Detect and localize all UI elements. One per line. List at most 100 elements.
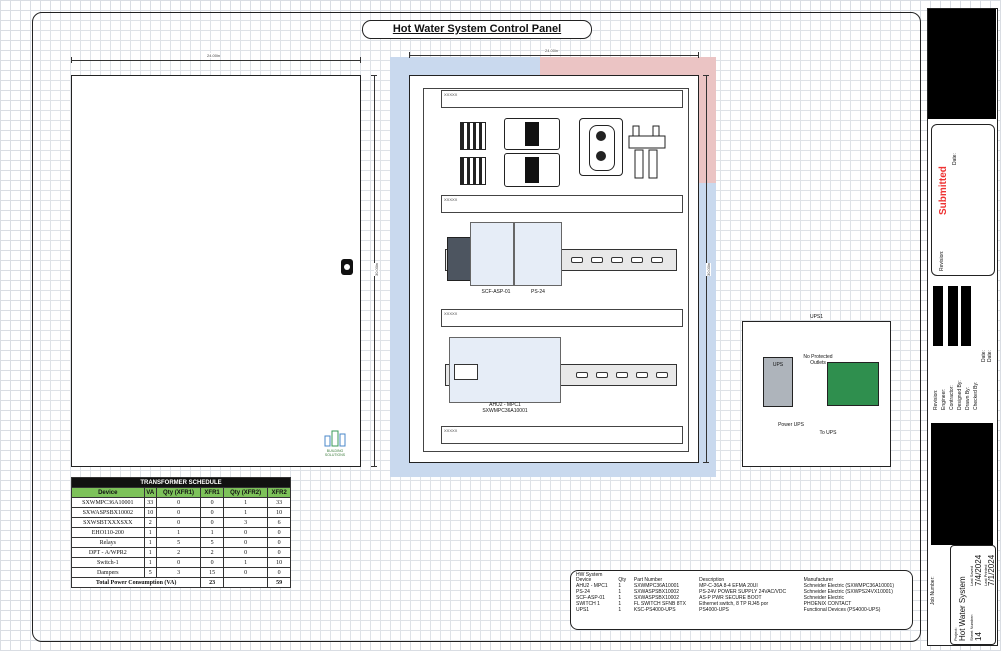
table-cell: 1 bbox=[155, 527, 202, 538]
col-qty-xfr2: Qty (XFR2) bbox=[222, 487, 269, 498]
bom-col-part: Part Number bbox=[633, 577, 663, 583]
total-xfr1: 23 bbox=[200, 577, 224, 588]
bom-row: UPS1 1 KSC-PS4000-UPS PS4000-UPS Functional … bbox=[573, 607, 909, 613]
transformer-xfr1 bbox=[504, 118, 560, 150]
wire-duct: XXXXX bbox=[441, 426, 683, 444]
table-cell: 0 bbox=[267, 567, 291, 578]
bill-of-materials: HW System Device Qty Part Number Descrip… bbox=[570, 570, 913, 630]
terminal-block bbox=[625, 124, 669, 180]
revision-label-2: Revision: bbox=[933, 389, 939, 410]
bom-cell: PS-24 bbox=[576, 589, 590, 595]
bom-cell: SWITCH 1 bbox=[576, 601, 600, 607]
table-cell: 1 bbox=[200, 527, 224, 538]
table-cell: 0 bbox=[155, 557, 202, 568]
table-cell: 10 bbox=[267, 507, 291, 518]
bom-col-qty: Qty bbox=[618, 577, 627, 583]
bom-cell: 1 bbox=[618, 595, 622, 601]
table-cell: 10 bbox=[143, 507, 157, 518]
bom-cell: UPS1 bbox=[576, 607, 590, 613]
contractor-label: Contractor: bbox=[949, 385, 955, 410]
col-xfr2: XFR2 bbox=[267, 487, 291, 498]
bom-cell: Functional Devices (PS4000-UPS) bbox=[803, 607, 881, 613]
drawn-by-label: Drawn By: bbox=[965, 386, 971, 410]
bom-cell: AHU2 - MPC1 bbox=[576, 583, 608, 589]
bom-cell: SCF-ASP-01 bbox=[576, 595, 605, 601]
table-cell: 0 bbox=[222, 537, 269, 548]
revision-label: Revision: bbox=[939, 250, 945, 271]
table-cell: 10 bbox=[267, 557, 291, 568]
sheet-number: 14 bbox=[974, 632, 983, 641]
bom-cell: 1 bbox=[618, 583, 622, 589]
ahu2-mpc1-controller bbox=[449, 337, 561, 403]
enclosure-height-dimension: 30.00in bbox=[703, 75, 711, 463]
table-cell: 0 bbox=[200, 507, 224, 518]
transformer-schedule-title: TRANSFORMER SCHEDULE bbox=[71, 477, 291, 488]
door-latch bbox=[341, 259, 353, 275]
bom-cell: 1 bbox=[618, 589, 622, 595]
table-cell: EHO110-200 bbox=[71, 527, 145, 538]
bom-cell: KSC-PS4000-UPS bbox=[633, 607, 676, 613]
logo-text: BUILDING SOLUTIONS bbox=[324, 449, 346, 457]
ups-title: UPS1 bbox=[809, 314, 824, 320]
duplex-outlet bbox=[579, 118, 623, 176]
table-cell: 5 bbox=[155, 537, 202, 548]
table-cell: 3 bbox=[155, 567, 202, 578]
col-qty-xfr1: Qty (XFR1) bbox=[155, 487, 202, 498]
table-cell: 5 bbox=[143, 567, 157, 578]
col-va: VA bbox=[143, 487, 157, 498]
ahu2-label: AHU2 - MPC1 bbox=[489, 402, 521, 408]
bom-cell: FL SWITCH SFNB 8TX bbox=[633, 601, 686, 607]
table-cell: 1 bbox=[222, 507, 269, 518]
table-cell: 0 bbox=[155, 517, 202, 528]
bom-cell: PS-24V POWER SUPPLY 24VAC/VDC bbox=[699, 589, 787, 595]
signature-blocks: Revision: Engineer: Contractor: Designed… bbox=[931, 286, 993, 410]
transformer-schedule-table: TRANSFORMER SCHEDULE Device VA Qty (XFR1… bbox=[70, 477, 291, 588]
bom-cell: SXWMPC36A10001 bbox=[633, 583, 680, 589]
bom-cell: PS4000-UPS bbox=[699, 607, 729, 613]
project-info: Project: Hot Water System Last Saved 7/4… bbox=[950, 545, 996, 645]
table-cell: 0 bbox=[222, 547, 269, 558]
ups-left-caption: Power UPS bbox=[778, 422, 804, 428]
bom-heading: HW System bbox=[576, 572, 603, 578]
engineer-label: Engineer: bbox=[941, 388, 947, 410]
table-cell: 6 bbox=[267, 517, 291, 528]
table-cell: 0 bbox=[267, 537, 291, 548]
table-cell: 0 bbox=[200, 517, 224, 528]
last-printed-value: 7/1/2024 bbox=[987, 554, 996, 586]
enclosure-width-dimension: 24.00in bbox=[409, 48, 699, 58]
project-name: Hot Water System bbox=[958, 576, 967, 641]
table-cell: 33 bbox=[143, 497, 157, 508]
door-width-dimension: 24.00in bbox=[71, 53, 361, 63]
table-cell: 15 bbox=[200, 567, 224, 578]
table-cell: SXWSBTXXXSXX bbox=[71, 517, 145, 528]
wire-duct: XXXXX bbox=[441, 195, 683, 213]
ups-right-caption: To UPS bbox=[819, 430, 837, 436]
table-cell: 2 bbox=[155, 547, 202, 558]
table-cell: 0 bbox=[222, 527, 269, 538]
building-solutions-logo: BUILDING SOLUTIONS bbox=[322, 428, 348, 458]
col-device: Device bbox=[71, 487, 145, 498]
title-block: Submitted Revision: Date: Revision: Engi… bbox=[927, 8, 998, 646]
col-xfr1: XFR1 bbox=[200, 487, 224, 498]
door-height-text: 30.00in bbox=[374, 262, 379, 276]
ps24-label: PS-24 bbox=[531, 289, 545, 295]
designed-by-label: Designed By: bbox=[957, 380, 963, 410]
table-cell: SXWASPSBX10002 bbox=[71, 507, 145, 518]
total-xfr2: 59 bbox=[267, 577, 291, 588]
status-text: Submitted bbox=[938, 166, 949, 215]
bom-cell: AS-P PWR SECURE BOOT bbox=[699, 595, 762, 601]
bom-cell: 1 bbox=[618, 607, 622, 613]
table-cell: 1 bbox=[143, 547, 157, 558]
bom-cell: Schneider Electric (SXWPS24VX10001) bbox=[803, 589, 893, 595]
ups-detail: UPS1 UPS No Protected Outlets Power UPS … bbox=[742, 314, 891, 467]
table-cell: SXWMPC36A10001 bbox=[71, 497, 145, 508]
table-cell: 1 bbox=[143, 537, 157, 548]
